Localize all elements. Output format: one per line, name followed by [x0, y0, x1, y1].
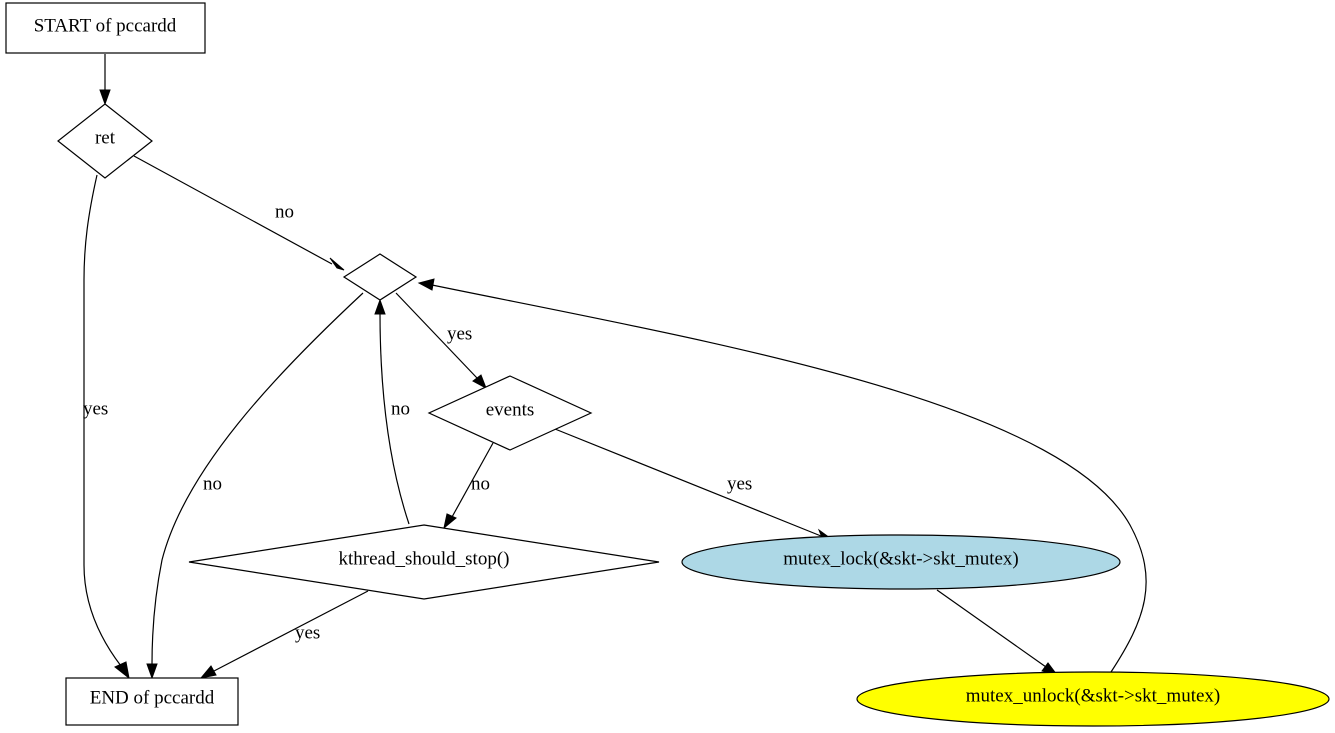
events-decision-label: events [486, 399, 535, 420]
edge-label-loop-yes: yes [447, 323, 472, 344]
mutex-unlock-label: mutex_unlock(&skt->skt_mutex) [966, 685, 1221, 706]
start-node-box [5, 2, 206, 54]
edge-ret-to-end: yes [83, 174, 130, 680]
edge-label-loop-no: no [203, 473, 222, 494]
edge-unlock-to-loop [417, 278, 1147, 673]
edge-loop-to-events: yes [395, 292, 487, 390]
edge-label-ret-yes: yes [83, 398, 108, 419]
end-node[interactable]: END of pccardd [65, 677, 239, 726]
edge-label-stop-no: no [391, 398, 410, 419]
edge-stop-to-end: yes [199, 590, 369, 679]
edge-ret-to-loop: no [133, 155, 345, 271]
edge-label-events-yes: yes [727, 473, 752, 494]
edge-events-to-stop: no [443, 442, 494, 530]
edge-events-to-lock: yes [554, 428, 836, 542]
edge-label-events-no: no [471, 473, 490, 494]
mutex-lock-ellipse [681, 534, 1121, 590]
mutex-unlock-node[interactable]: mutex_unlock(&skt->skt_mutex) [856, 671, 1330, 727]
events-decision[interactable]: events [427, 375, 593, 451]
events-decision-shape [427, 375, 593, 451]
edge-label-ret-no: no [275, 201, 294, 222]
edge-lock-to-unlock [936, 589, 1059, 676]
loop-decision[interactable] [342, 253, 418, 301]
edge-start-to-ret [99, 54, 111, 106]
edge-label-stop-yes: yes [295, 622, 320, 643]
kthread-should-stop-decision[interactable]: kthread_should_stop() [188, 524, 660, 600]
edge-stop-to-loop: no [374, 298, 410, 525]
mutex-unlock-ellipse [856, 671, 1330, 727]
end-node-box [65, 677, 239, 726]
ret-decision[interactable]: ret [57, 103, 153, 179]
kthread-should-stop-label: kthread_should_stop() [339, 548, 510, 569]
end-node-label: END of pccardd [90, 687, 215, 708]
mutex-lock-node[interactable]: mutex_lock(&skt->skt_mutex) [681, 534, 1121, 590]
loop-decision-shape [342, 253, 418, 301]
ret-decision-shape [57, 103, 153, 179]
start-node-label: START of pccardd [34, 15, 177, 36]
edge-loop-to-end: no [146, 292, 364, 680]
start-node[interactable]: START of pccardd [5, 2, 206, 54]
kthread-should-stop-shape [188, 524, 660, 600]
ret-decision-label: ret [95, 127, 116, 148]
mutex-lock-label: mutex_lock(&skt->skt_mutex) [783, 548, 1019, 569]
